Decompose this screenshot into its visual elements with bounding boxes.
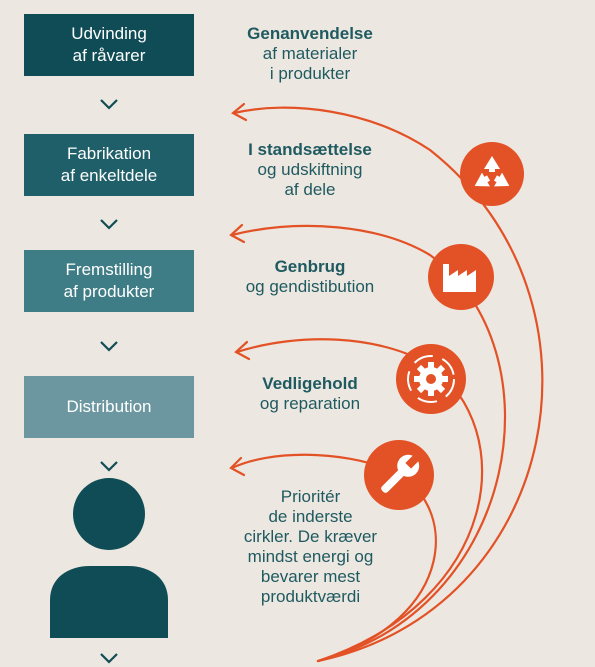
stage-label-line1: Fremstilling <box>65 260 153 279</box>
stage-label-line1: Fabrikation <box>66 144 152 163</box>
chevron-down-icon <box>100 341 118 352</box>
loop-arrow-recycle <box>232 106 544 663</box>
note-line: bevarer mest <box>260 567 361 586</box>
note-line: cirkler. De kræver <box>243 527 378 546</box>
stage-label-line1: Distribution <box>66 397 152 416</box>
loop-label-line2: og udskiftning <box>257 160 363 179</box>
loop-label-istandsaettelse: I standsættelse og udskiftning af dele <box>215 140 405 200</box>
stage-fremstilling: Fremstilling af produkter <box>24 250 194 312</box>
loop-label-line2: af materialer <box>262 44 358 63</box>
recycle-icon <box>460 142 524 206</box>
note-line: mindst energi og <box>247 547 374 566</box>
stage-label-line1: Udvinding <box>71 24 147 43</box>
stage-label-line2: af produkter <box>63 282 155 301</box>
note-line: de inderste <box>268 507 353 526</box>
stage-udvinding: Udvinding af råvarer <box>24 14 194 76</box>
factory-icon <box>428 244 494 310</box>
gear-icon <box>396 344 466 414</box>
chevron-down-icon <box>100 219 118 230</box>
stage-label-line2: af enkeltdele <box>60 166 158 185</box>
note-line: produktværdi <box>260 587 361 606</box>
loop-arrow-factory <box>230 224 507 663</box>
loop-label-bold: Vedligehold <box>262 374 358 393</box>
chevron-down-icon <box>100 99 118 110</box>
loop-label-line2: og gendistibution <box>245 277 375 296</box>
loop-label-vedligehold: Vedligehold og reparation <box>215 374 405 414</box>
loop-label-line3: af dele <box>284 180 336 199</box>
stage-fabrikation: Fabrikation af enkeltdele <box>24 134 194 196</box>
wrench-icon <box>364 440 434 510</box>
note-line: Prioritér <box>280 487 341 506</box>
priority-note: Prioritér de inderste cirkler. De kræver… <box>208 487 413 607</box>
loop-label-bold: Genbrug <box>274 257 346 276</box>
chevron-down-icon <box>100 653 118 664</box>
loop-label-genanvendelse: Genanvendelse af materialer i produkter <box>215 24 405 84</box>
stage-label-line2: af råvarer <box>72 46 146 65</box>
loop-label-bold: I standsættelse <box>248 140 372 159</box>
loop-label-line2: og reparation <box>259 394 361 413</box>
loop-label-line3: i produkter <box>269 64 351 83</box>
user-icon <box>50 478 168 638</box>
loop-label-bold: Genanvendelse <box>247 24 373 43</box>
chevron-down-icon <box>100 461 118 472</box>
loop-label-genbrug: Genbrug og gendistibution <box>205 257 415 297</box>
stage-distribution: Distribution <box>24 376 194 438</box>
